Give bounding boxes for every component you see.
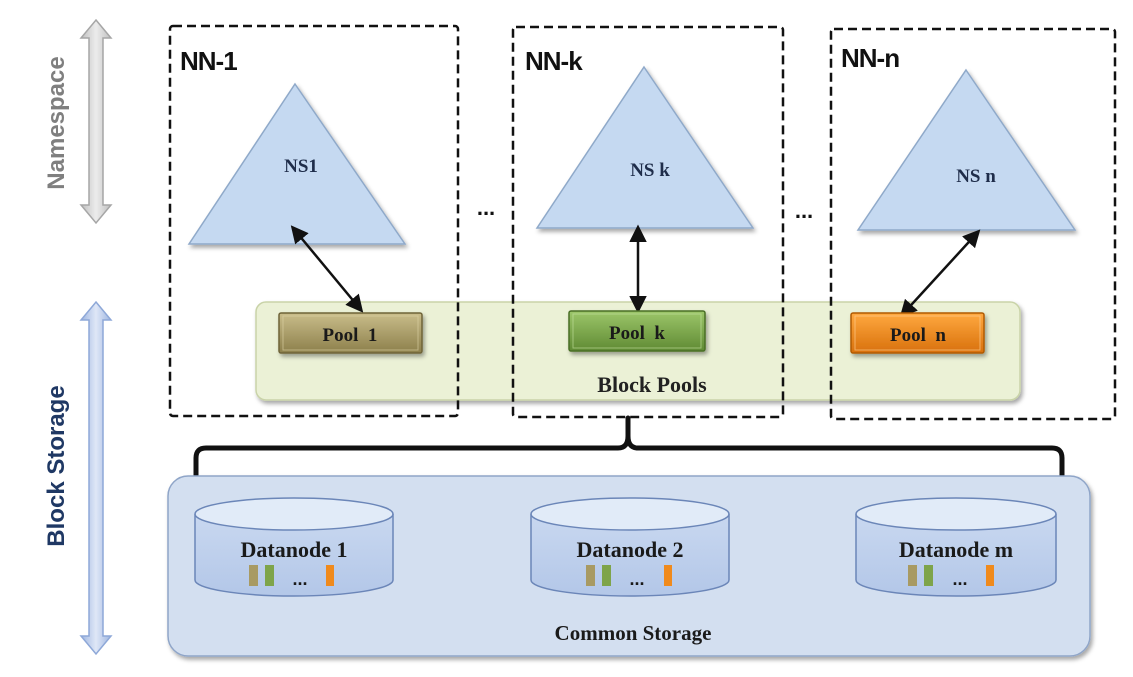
storage-bracket — [193, 415, 1065, 476]
namespace-side-label: Namespace — [43, 56, 70, 189]
pool-label-n: Pool n — [890, 325, 946, 346]
common-storage-label: Common Storage — [555, 621, 712, 645]
pool-k — [568, 310, 706, 352]
block-tan — [249, 565, 258, 586]
namenode-label-k: NN-k — [525, 46, 583, 76]
block-storage-axis-arrow — [79, 300, 113, 656]
datanode-label-2: Datanode 2 — [577, 537, 684, 562]
pool-1 — [278, 312, 423, 354]
block-pools-label: Block Pools — [597, 372, 707, 397]
ns-pool-link-1 — [290, 225, 364, 313]
datanode-2 — [530, 497, 730, 597]
block-green — [924, 565, 933, 586]
datanode-m — [855, 497, 1057, 597]
namenode-box-k — [511, 25, 785, 419]
ns-pool-link-n — [899, 229, 981, 318]
namenode-ellipsis-1: ... — [477, 195, 495, 220]
datanode-ellipsis-m: ... — [952, 569, 967, 589]
block-green — [602, 565, 611, 586]
datanode-ellipsis-2: ... — [629, 569, 644, 589]
datanode-ellipsis-1: ... — [292, 569, 307, 589]
namespace-label-1: NS1 — [284, 156, 318, 177]
block-orange — [664, 565, 672, 586]
namenode-label-n: NN-n — [841, 43, 899, 73]
pool-label-1: Pool 1 — [323, 325, 378, 346]
block-tan — [908, 565, 917, 586]
block-orange — [986, 565, 994, 586]
namespace-label-k: NS k — [630, 160, 670, 181]
pool-n — [850, 312, 985, 354]
namespace-label-n: NS n — [956, 166, 996, 187]
datanode-label-1: Datanode 1 — [241, 537, 348, 562]
namespace-axis-arrow — [79, 18, 113, 225]
pool-label-k: Pool k — [609, 323, 665, 344]
block-storage-side-label: Block Storage — [43, 385, 70, 546]
namespace-triangle-n — [856, 68, 1077, 231]
block-orange — [326, 565, 334, 586]
namenode-box-1 — [168, 24, 460, 418]
datanode-label-m: Datanode m — [899, 537, 1013, 562]
namenode-ellipsis-2: ... — [795, 198, 813, 223]
datanode-1 — [194, 497, 394, 597]
namenode-label-1: NN-1 — [180, 46, 237, 76]
namespace-triangle-k — [535, 65, 755, 229]
block-tan — [586, 565, 595, 586]
block-green — [265, 565, 274, 586]
